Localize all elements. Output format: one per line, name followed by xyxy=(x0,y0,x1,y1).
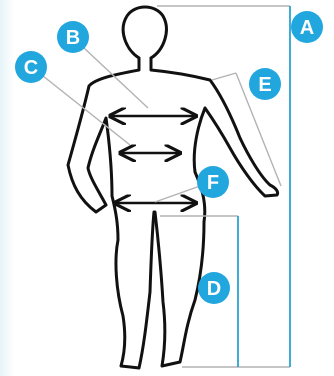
length-lines xyxy=(238,6,290,367)
body-right-outline xyxy=(151,58,278,366)
badge-a-label: A xyxy=(300,17,314,39)
badge-f-label: F xyxy=(207,172,219,194)
badge-a: A xyxy=(291,11,323,43)
badge-d: D xyxy=(198,272,230,304)
badge-e: E xyxy=(249,68,281,100)
badge-b-label: B xyxy=(66,27,80,49)
head-outline xyxy=(123,7,166,58)
body-left-outline xyxy=(68,58,154,368)
measurement-arrows xyxy=(110,116,196,203)
badge-e-label: E xyxy=(258,74,271,96)
badge-d-label: D xyxy=(207,278,221,300)
body-silhouette xyxy=(68,7,278,368)
badge-c-label: C xyxy=(24,57,38,79)
pointer-line-f xyxy=(155,186,200,202)
pointer-line-c xyxy=(38,72,130,145)
sleeve-bracket-top xyxy=(212,73,236,80)
badge-f: F xyxy=(197,166,229,198)
badge-c: C xyxy=(15,51,47,83)
badge-b: B xyxy=(57,21,89,53)
